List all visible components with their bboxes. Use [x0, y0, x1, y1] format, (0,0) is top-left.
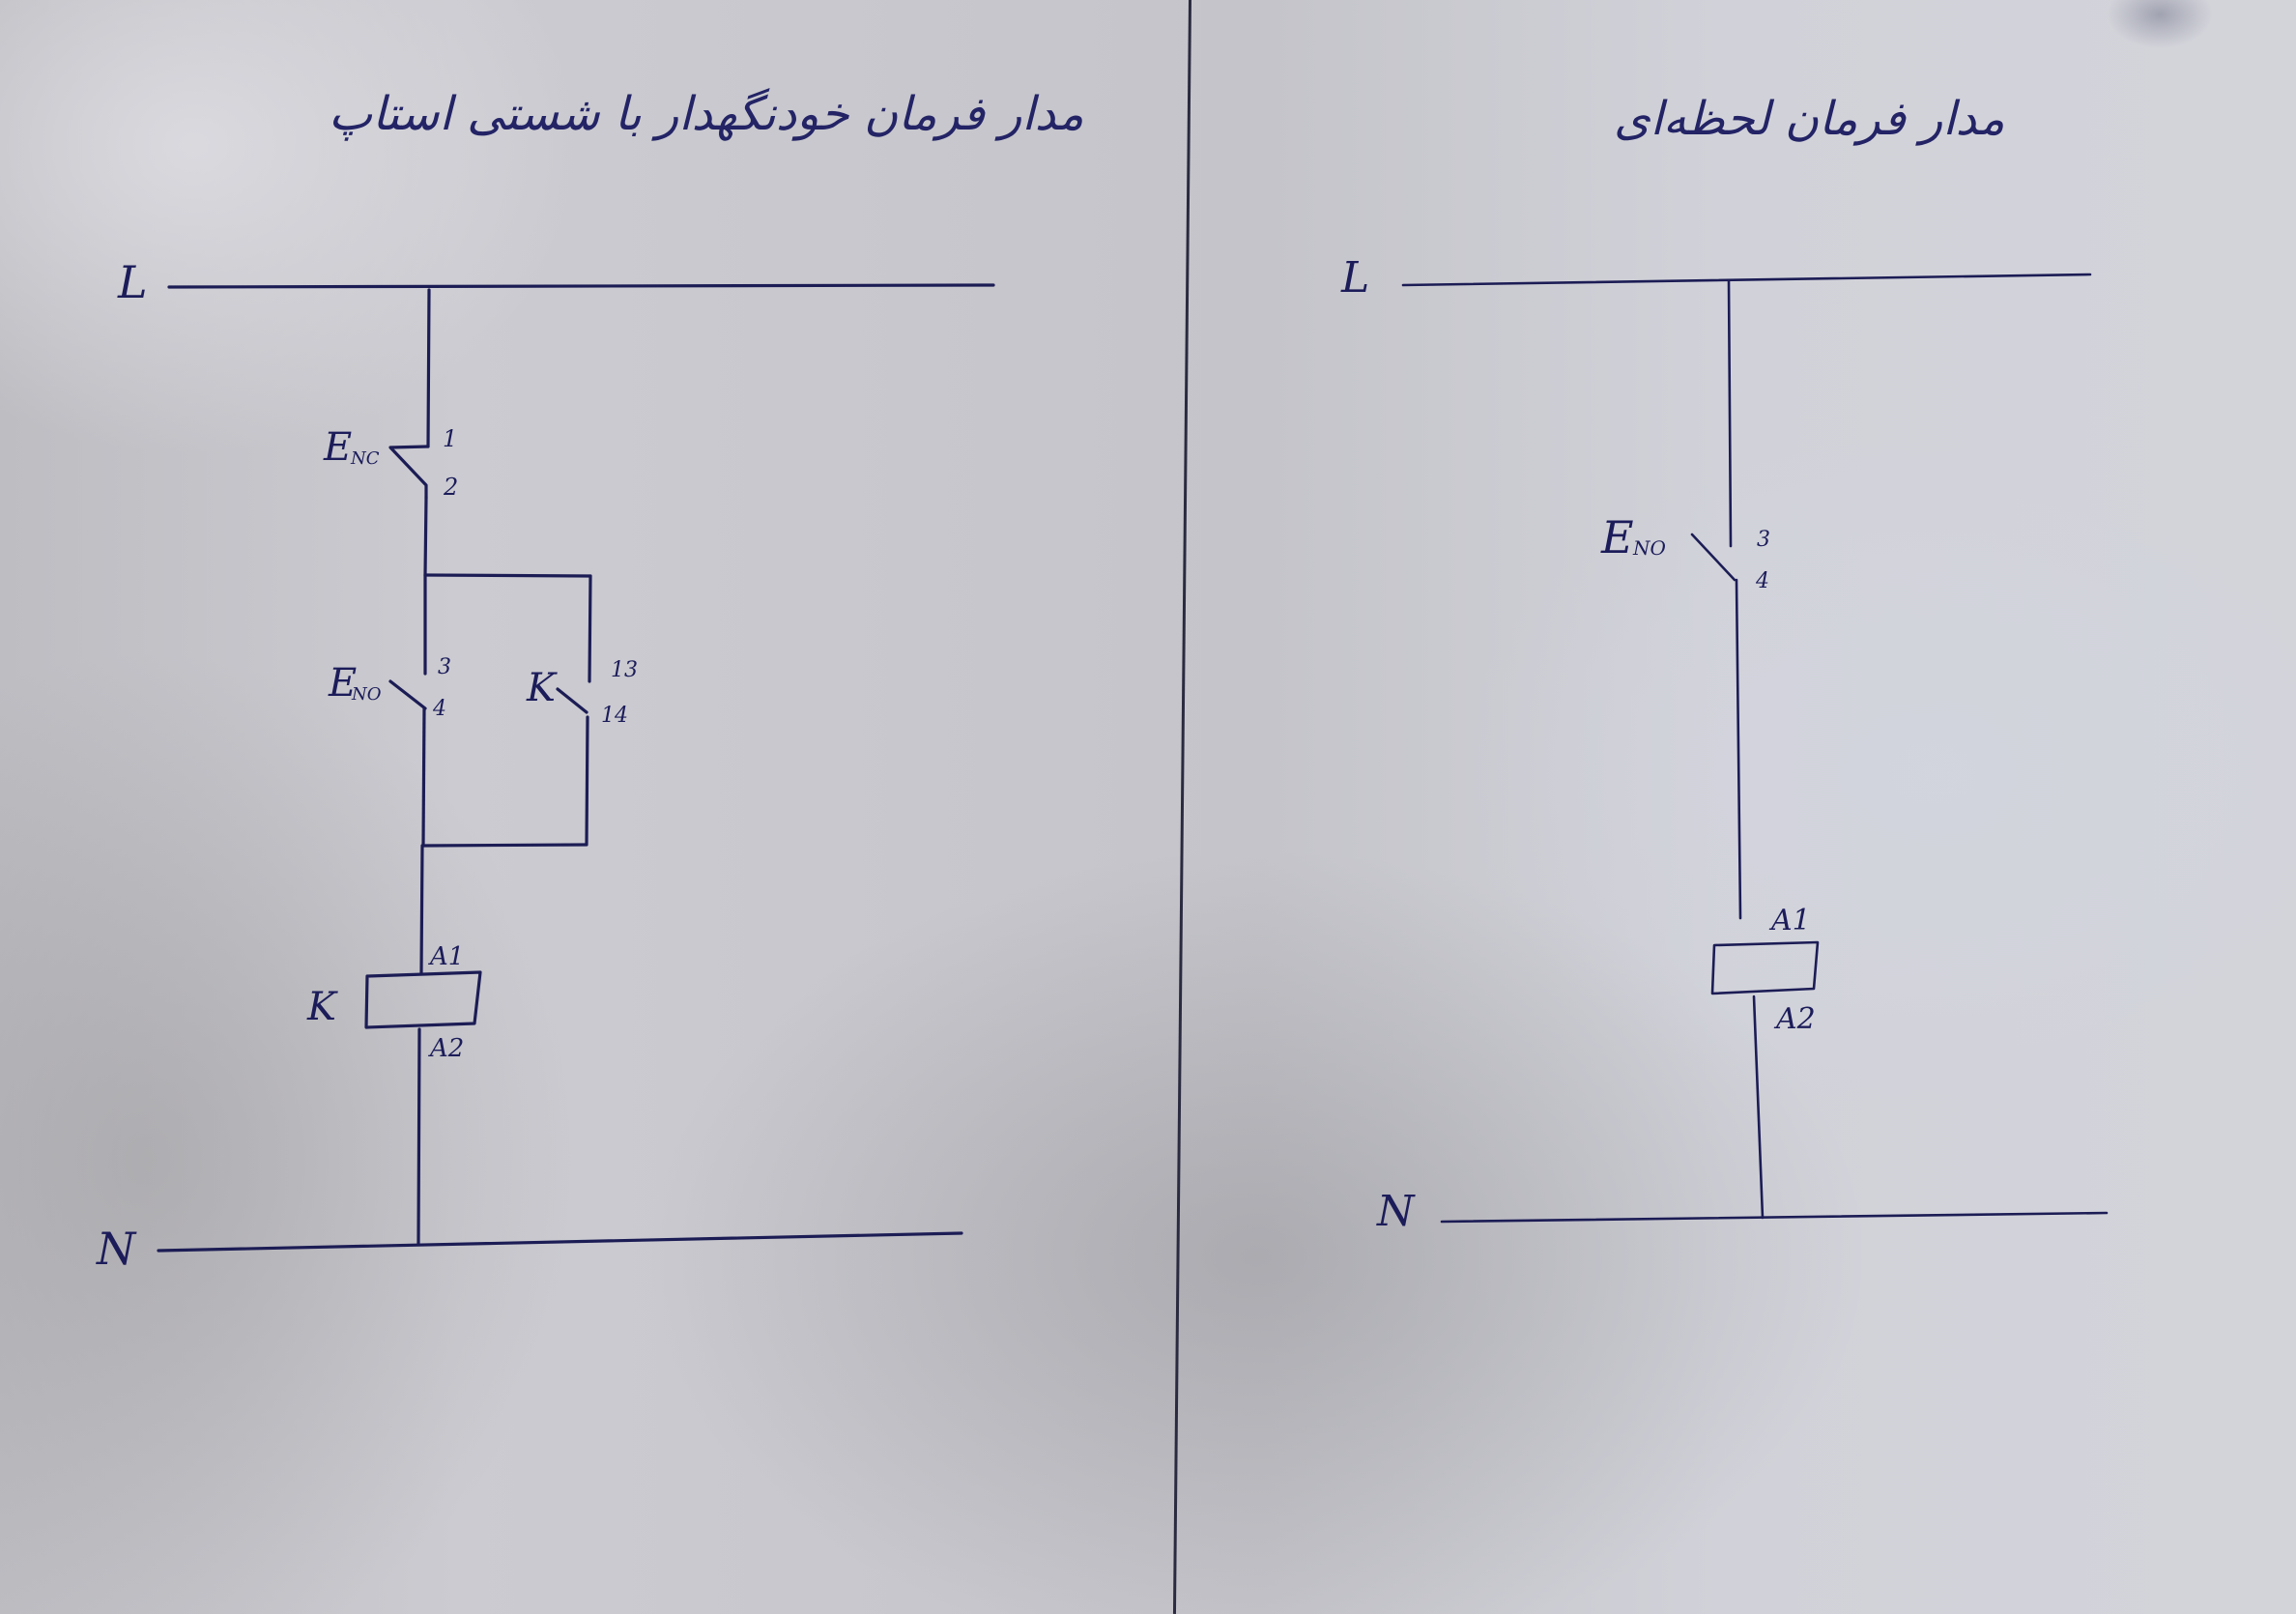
start-terminal-4: 4 [432, 697, 446, 721]
left-coil-label: K [306, 985, 338, 1029]
left-line-rail [167, 283, 995, 289]
right-line-rail [1401, 273, 2092, 287]
stop-button-nc-contact: E NC 1 2 [323, 425, 458, 501]
right-coil-terminal-a1: A1 [1768, 904, 1811, 937]
left-circuit: L E NC 1 2 E NO 3 4 [96, 256, 995, 1275]
holding-branch-top-wire [588, 574, 592, 683]
right-circuit: L E NO 3 4 A1 A2 N [1340, 253, 2109, 1236]
right-start-terminal-4: 4 [1755, 569, 1769, 593]
left-coil-terminal-a2: A2 [428, 1034, 464, 1063]
right-wire-l-to-start [1727, 278, 1733, 548]
left-coil-terminal-a1: A1 [428, 942, 464, 971]
right-start-button-label: E [1600, 511, 1634, 563]
right-start-button-subscript: NO [1632, 536, 1666, 560]
start-button-label: E [328, 661, 357, 706]
stop-terminal-1: 1 [443, 425, 457, 452]
right-coil: A1 A2 [1710, 904, 1820, 1036]
right-circuit-title: مدار فرمان لحظه‌ای [1614, 92, 2005, 146]
start-button-no-contact: E NO 3 4 [328, 655, 451, 848]
right-start-terminal-3: 3 [1757, 528, 1770, 552]
left-wire-stop-to-branch [423, 496, 428, 577]
start-terminal-3: 3 [438, 655, 451, 679]
stop-button-subscript: NC [350, 448, 380, 469]
left-wire-l-to-stop [426, 288, 431, 448]
right-neutral-label: N [1376, 1187, 1416, 1236]
right-coil-terminal-a2: A2 [1773, 1002, 1816, 1036]
left-circuit-title: مدار فرمان خودنگهدار با شستی استاپ [329, 87, 1084, 141]
holding-contact-label: K [526, 666, 558, 710]
left-wire-coil-to-n [416, 1027, 421, 1246]
right-neutral-rail [1440, 1211, 2109, 1224]
left-coil-k: K A1 A2 [306, 942, 482, 1063]
left-line-label: L [117, 256, 148, 308]
holding-terminal-13: 13 [611, 658, 638, 682]
branch-bottom-wire [421, 843, 588, 848]
right-line-label: L [1340, 253, 1369, 303]
stop-button-label: E [323, 425, 352, 470]
stop-terminal-2: 2 [443, 474, 458, 501]
left-neutral-rail [157, 1231, 963, 1253]
holding-terminal-14: 14 [601, 704, 628, 728]
start-button-subscript: NO [351, 684, 382, 705]
branch-top-wire [423, 573, 592, 578]
left-neutral-label: N [96, 1223, 137, 1275]
left-wire-branch-to-coil [419, 844, 424, 975]
right-start-button-no-contact: E NO 3 4 [1600, 511, 1770, 920]
holding-contact-k-13-14: K 13 14 [526, 658, 638, 846]
right-wire-coil-to-n [1752, 994, 1765, 1220]
